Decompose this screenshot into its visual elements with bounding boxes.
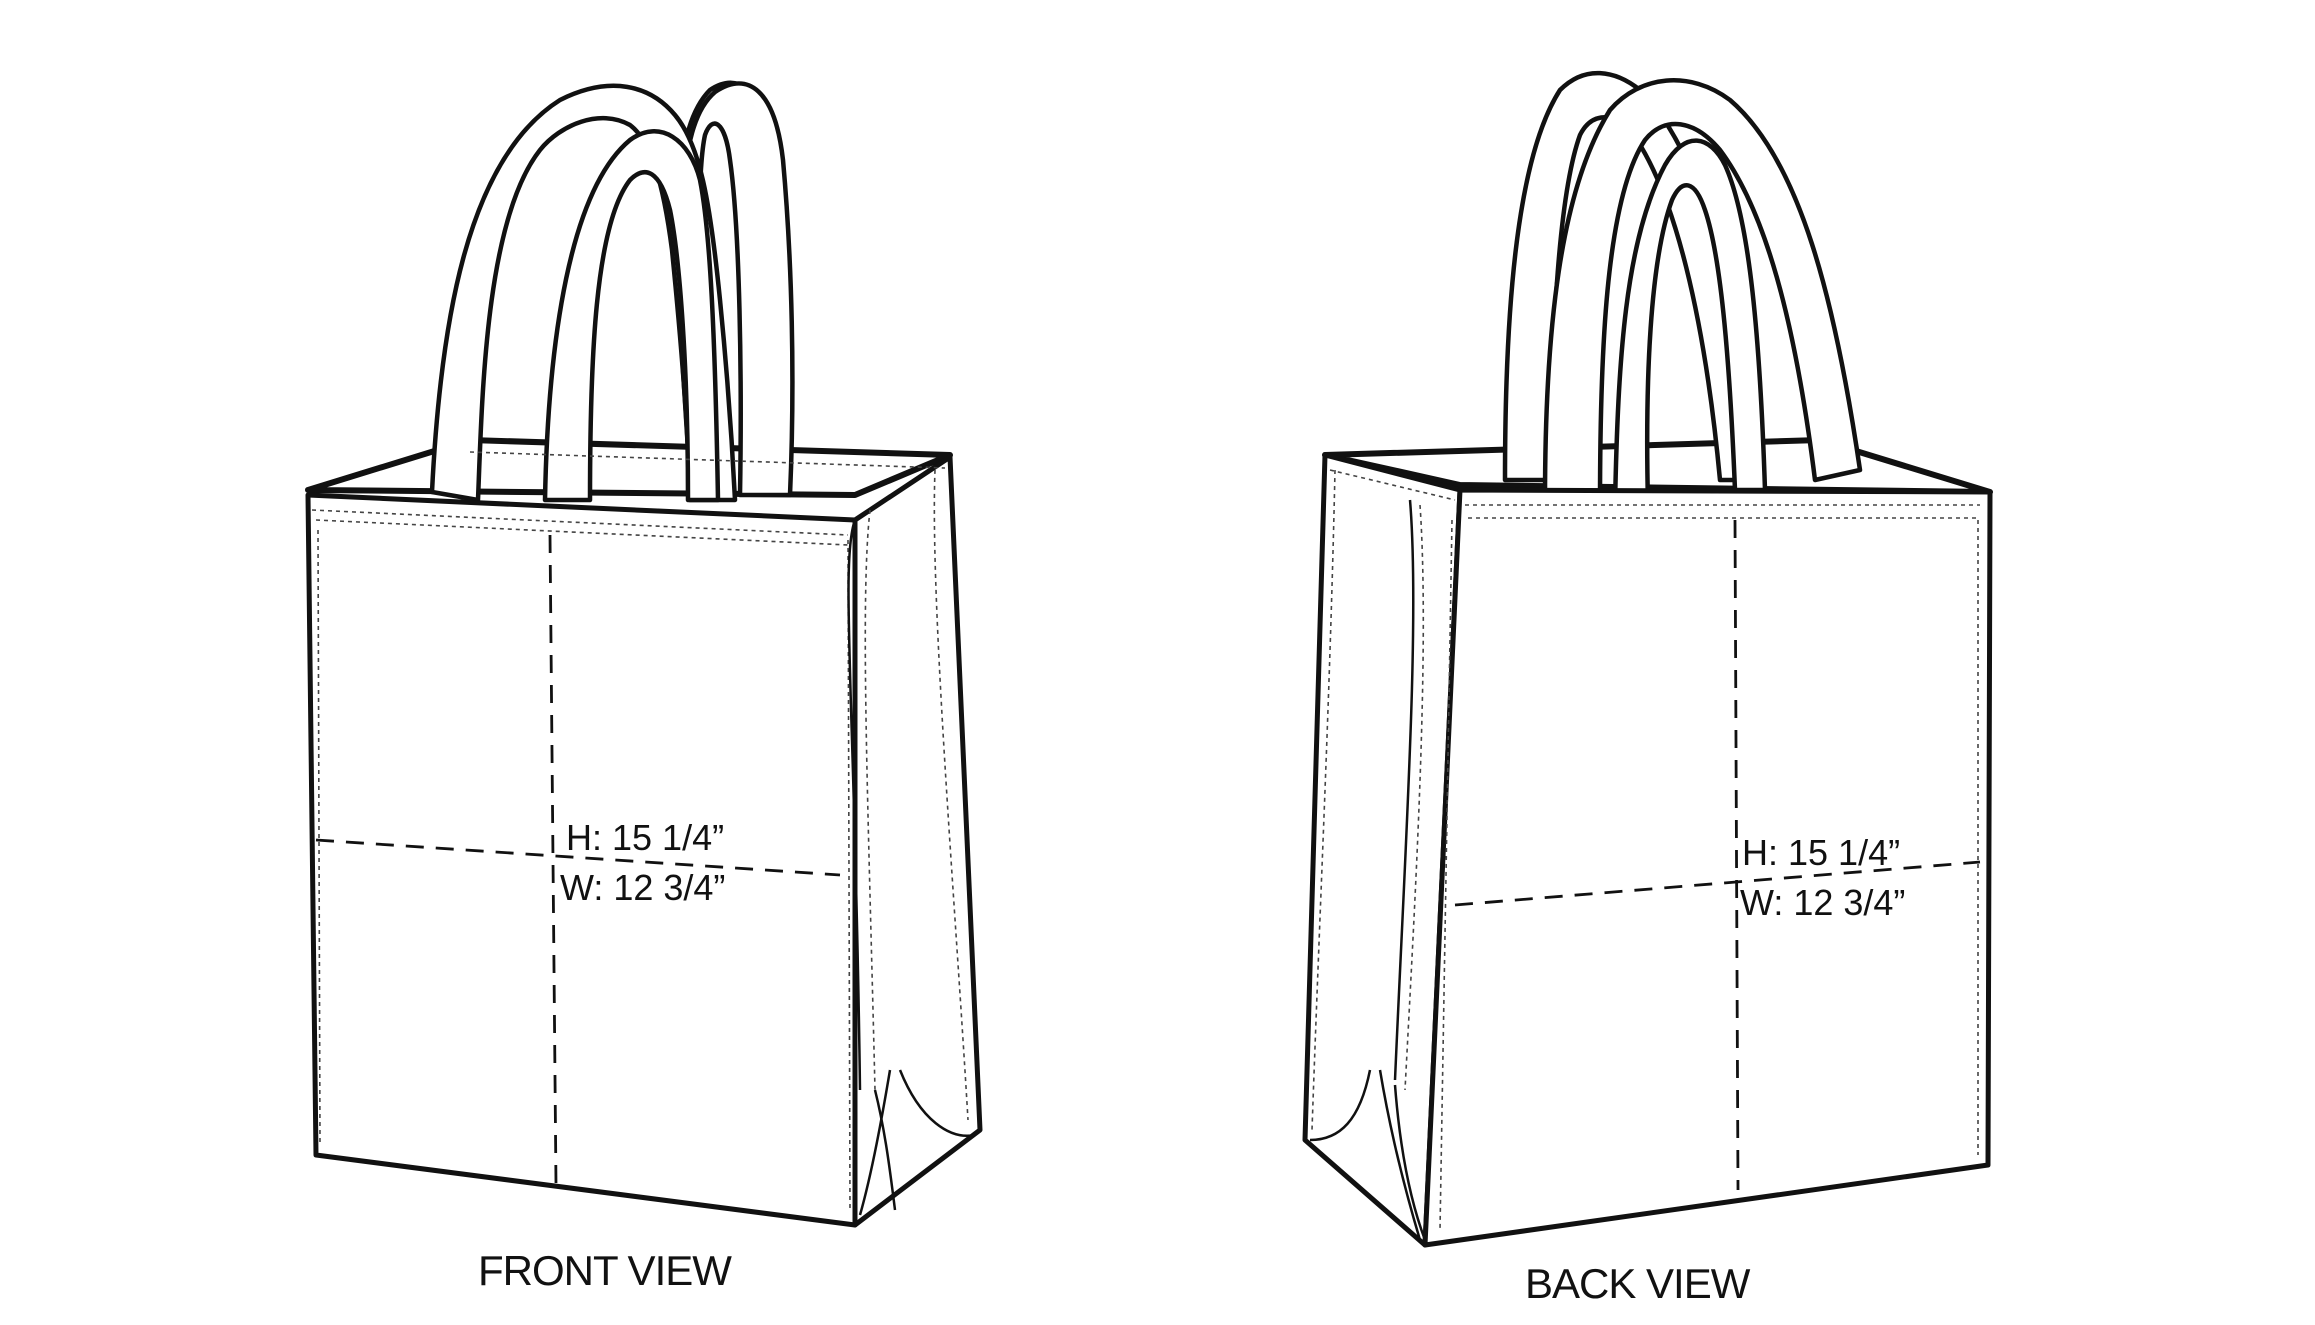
back-view-caption: BACK VIEW	[1525, 1260, 1751, 1307]
front-handle-rear	[679, 81, 795, 498]
front-panel	[305, 492, 858, 1228]
front-handle-front	[429, 83, 738, 503]
front-width-label: W: 12 3/4”	[560, 867, 725, 908]
front-view-caption: FRONT VIEW	[478, 1247, 732, 1294]
front-side-gusset	[852, 454, 983, 1228]
back-panel	[1422, 487, 1993, 1248]
back-handle-front	[1542, 78, 1863, 508]
back-width-label: W: 12 3/4”	[1740, 882, 1905, 923]
front-view-bag	[305, 80, 983, 1228]
front-rear-rim	[305, 437, 953, 498]
front-horizontal-center-line	[315, 838, 841, 877]
front-vertical-center-line	[548, 534, 558, 1186]
front-handle-inner	[542, 129, 721, 503]
back-view-bag	[1302, 70, 1993, 1248]
back-height-label: H: 15 1/4”	[1742, 832, 1900, 873]
front-height-label: H: 15 1/4”	[566, 817, 724, 858]
back-vertical-center-line	[1733, 519, 1740, 1191]
